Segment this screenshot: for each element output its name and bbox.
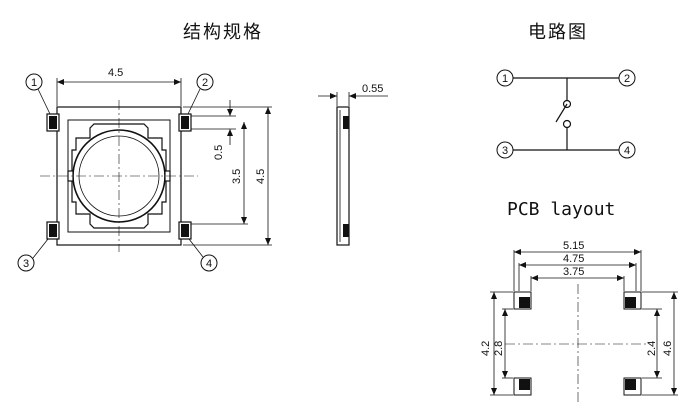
pcb-dim-right-outer-label: 4.6 bbox=[662, 341, 674, 356]
svg-text:3: 3 bbox=[23, 258, 29, 270]
pcb-dim-right-inner-label: 2.4 bbox=[646, 341, 658, 356]
pcb-centerlines bbox=[505, 284, 650, 405]
dim-top-width bbox=[56, 78, 182, 106]
svg-text:4: 4 bbox=[624, 145, 630, 157]
dim-terminal-width-label: 0.5 bbox=[213, 145, 225, 160]
circuit-title: 电路图 bbox=[528, 22, 588, 43]
pcb-layout-title: PCB layout bbox=[507, 199, 616, 220]
circuit-pin-4: 4 bbox=[618, 141, 636, 159]
pcb-dim-horizontal bbox=[513, 249, 642, 291]
pcb-dim-left-outer-label: 4.2 bbox=[480, 341, 492, 356]
pcb-dim-left-inner-label: 2.8 bbox=[493, 341, 505, 356]
pcb-dim-outer-width-label: 5.15 bbox=[563, 240, 584, 252]
structure-title: 结构规格 bbox=[183, 22, 263, 43]
svg-text:2: 2 bbox=[202, 77, 208, 89]
side-body bbox=[336, 106, 350, 246]
svg-text:1: 1 bbox=[502, 73, 508, 85]
svg-text:2: 2 bbox=[624, 73, 630, 85]
dim-body-height-label: 4.5 bbox=[255, 169, 267, 184]
pcb-dim-inner-width-label: 3.75 bbox=[563, 266, 584, 278]
pcb-dim-vertical bbox=[490, 291, 678, 396]
pin-callout-4: 4 bbox=[188, 238, 218, 272]
centerlines-top-view bbox=[40, 100, 198, 252]
circuit-pin-3: 3 bbox=[496, 141, 514, 159]
pin-callout-3: 3 bbox=[17, 238, 49, 272]
dim-top-width-label: 4.5 bbox=[108, 67, 123, 79]
switch-side-view bbox=[336, 106, 350, 246]
cap-frame bbox=[71, 123, 167, 229]
svg-text:1: 1 bbox=[31, 77, 37, 89]
dim-terminal-pitch-label: 3.5 bbox=[231, 169, 243, 184]
pcb-pads bbox=[513, 291, 642, 396]
dim-side-thickness bbox=[318, 92, 388, 106]
pin-callout-2: 2 bbox=[187, 73, 214, 115]
circuit-diagram bbox=[513, 77, 619, 151]
pin-callout-1: 1 bbox=[25, 73, 51, 115]
svg-text:3: 3 bbox=[502, 145, 508, 157]
svg-text:4: 4 bbox=[206, 258, 212, 270]
circuit-pin-2: 2 bbox=[618, 69, 636, 87]
circuit-pin-1: 1 bbox=[496, 69, 514, 87]
dim-side-thickness-label: 0.55 bbox=[362, 83, 383, 95]
pcb-dim-mid-width-label: 4.75 bbox=[563, 253, 584, 265]
dim-right-top-view bbox=[183, 100, 272, 246]
